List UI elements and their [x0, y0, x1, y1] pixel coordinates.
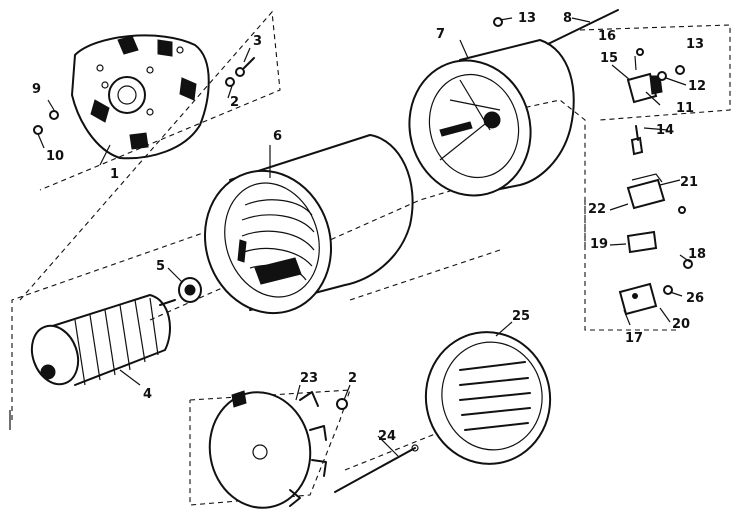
callout-labels: 1 2 3 4 5 6 7 8 9 10 11 12 13 13 14 15 1… [32, 11, 706, 444]
capacitor-large [626, 173, 666, 210]
callout-screw-top: 13 [518, 11, 536, 26]
callout-capacitor-large: 22 [588, 202, 606, 217]
callout-washer-a: 2 [230, 95, 239, 110]
callout-bracket: 17 [625, 331, 643, 346]
callout-end-bell-rear: 25 [512, 309, 530, 324]
callout-capacitor-small: 19 [590, 237, 608, 252]
callout-pin: 16 [598, 29, 616, 44]
callout-rod: 24 [378, 429, 396, 444]
hardware-dots [33, 17, 693, 410]
callout-bolt-short: 3 [253, 34, 262, 49]
leader-lines [37, 17, 691, 457]
callout-nut-left: 10 [46, 149, 64, 164]
callout-washer-b: 12 [688, 79, 706, 94]
callout-bearing: 5 [156, 259, 165, 274]
callout-fan: 23 [300, 371, 318, 386]
bracket [618, 282, 658, 316]
callout-stator-housing: 6 [273, 129, 282, 144]
fan [208, 390, 327, 509]
callout-washer-fan: 2 [348, 371, 357, 386]
callout-washer-left: 9 [32, 82, 41, 97]
callout-field-frame: 7 [436, 27, 445, 42]
callout-screw-right: 13 [686, 37, 704, 52]
rod [334, 444, 419, 493]
callout-screw-cap: 21 [680, 175, 698, 190]
capacitor-small [626, 230, 658, 254]
stator-housing [203, 134, 414, 315]
rotor [30, 294, 176, 386]
end-bell-front [71, 34, 210, 160]
callout-nut-bracket: 26 [686, 291, 704, 306]
callout-lead: 20 [672, 317, 690, 332]
callout-clip: 15 [600, 51, 618, 66]
callout-screw-bracket: 18 [688, 247, 706, 262]
callout-brush-holder: 11 [676, 101, 694, 116]
brush-holder [626, 72, 663, 104]
callout-through-bolt: 8 [563, 11, 572, 26]
field-frame [408, 39, 575, 197]
end-bell-rear [424, 331, 552, 465]
callout-rotor: 4 [143, 387, 152, 402]
callout-brush: 14 [656, 123, 674, 138]
bearing [178, 277, 202, 303]
through-bolt [547, 9, 619, 45]
callout-end-bell-front: 1 [110, 167, 119, 182]
brush [630, 125, 644, 156]
